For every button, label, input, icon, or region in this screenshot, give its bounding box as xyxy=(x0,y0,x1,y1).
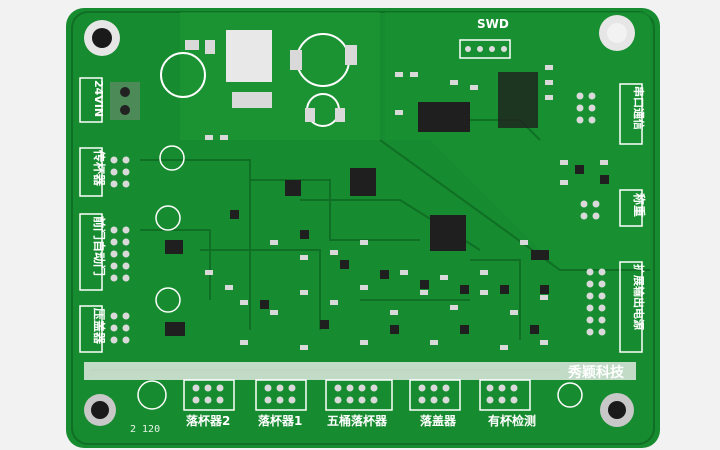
swd-label: SWD xyxy=(477,17,509,31)
auto-door-label: 前门自动门 xyxy=(92,216,107,276)
power-connector xyxy=(110,82,140,120)
serial-port-label: 串口通信 xyxy=(632,86,646,130)
cup-drop-1-label: 落杯器1 xyxy=(258,413,302,428)
cup-drop-2-label: 落杯器2 xyxy=(186,413,230,428)
smd-parts xyxy=(205,65,608,350)
swd-header xyxy=(459,39,511,59)
expansion-label: 扩展输出电源 xyxy=(632,264,646,330)
ics xyxy=(165,72,549,336)
power-in-label: 24VIN xyxy=(92,80,105,117)
power-components xyxy=(160,30,357,127)
weigh-label: 称重 xyxy=(632,193,647,217)
power-region xyxy=(180,12,380,140)
lid-presser-label: 压盖器 xyxy=(92,308,107,345)
cup-sensor-label: 传杯器 xyxy=(92,149,107,187)
lid-drop-label: 落盖器 xyxy=(420,413,457,428)
corner-mark: 2 120 xyxy=(130,424,160,435)
bottom-connectors xyxy=(183,379,531,411)
five-tube-cup-drop-label: 五桶落杯器 xyxy=(327,413,388,428)
mounting-holes xyxy=(84,15,635,427)
transistors xyxy=(230,165,609,334)
cup-detect-label: 有杯检测 xyxy=(488,413,536,428)
pin-headers xyxy=(110,92,606,404)
silk-strip xyxy=(84,362,636,380)
brand-label: 秀颖科技 xyxy=(567,364,625,381)
left-relays xyxy=(137,145,583,410)
side-label-boxes xyxy=(79,77,643,353)
